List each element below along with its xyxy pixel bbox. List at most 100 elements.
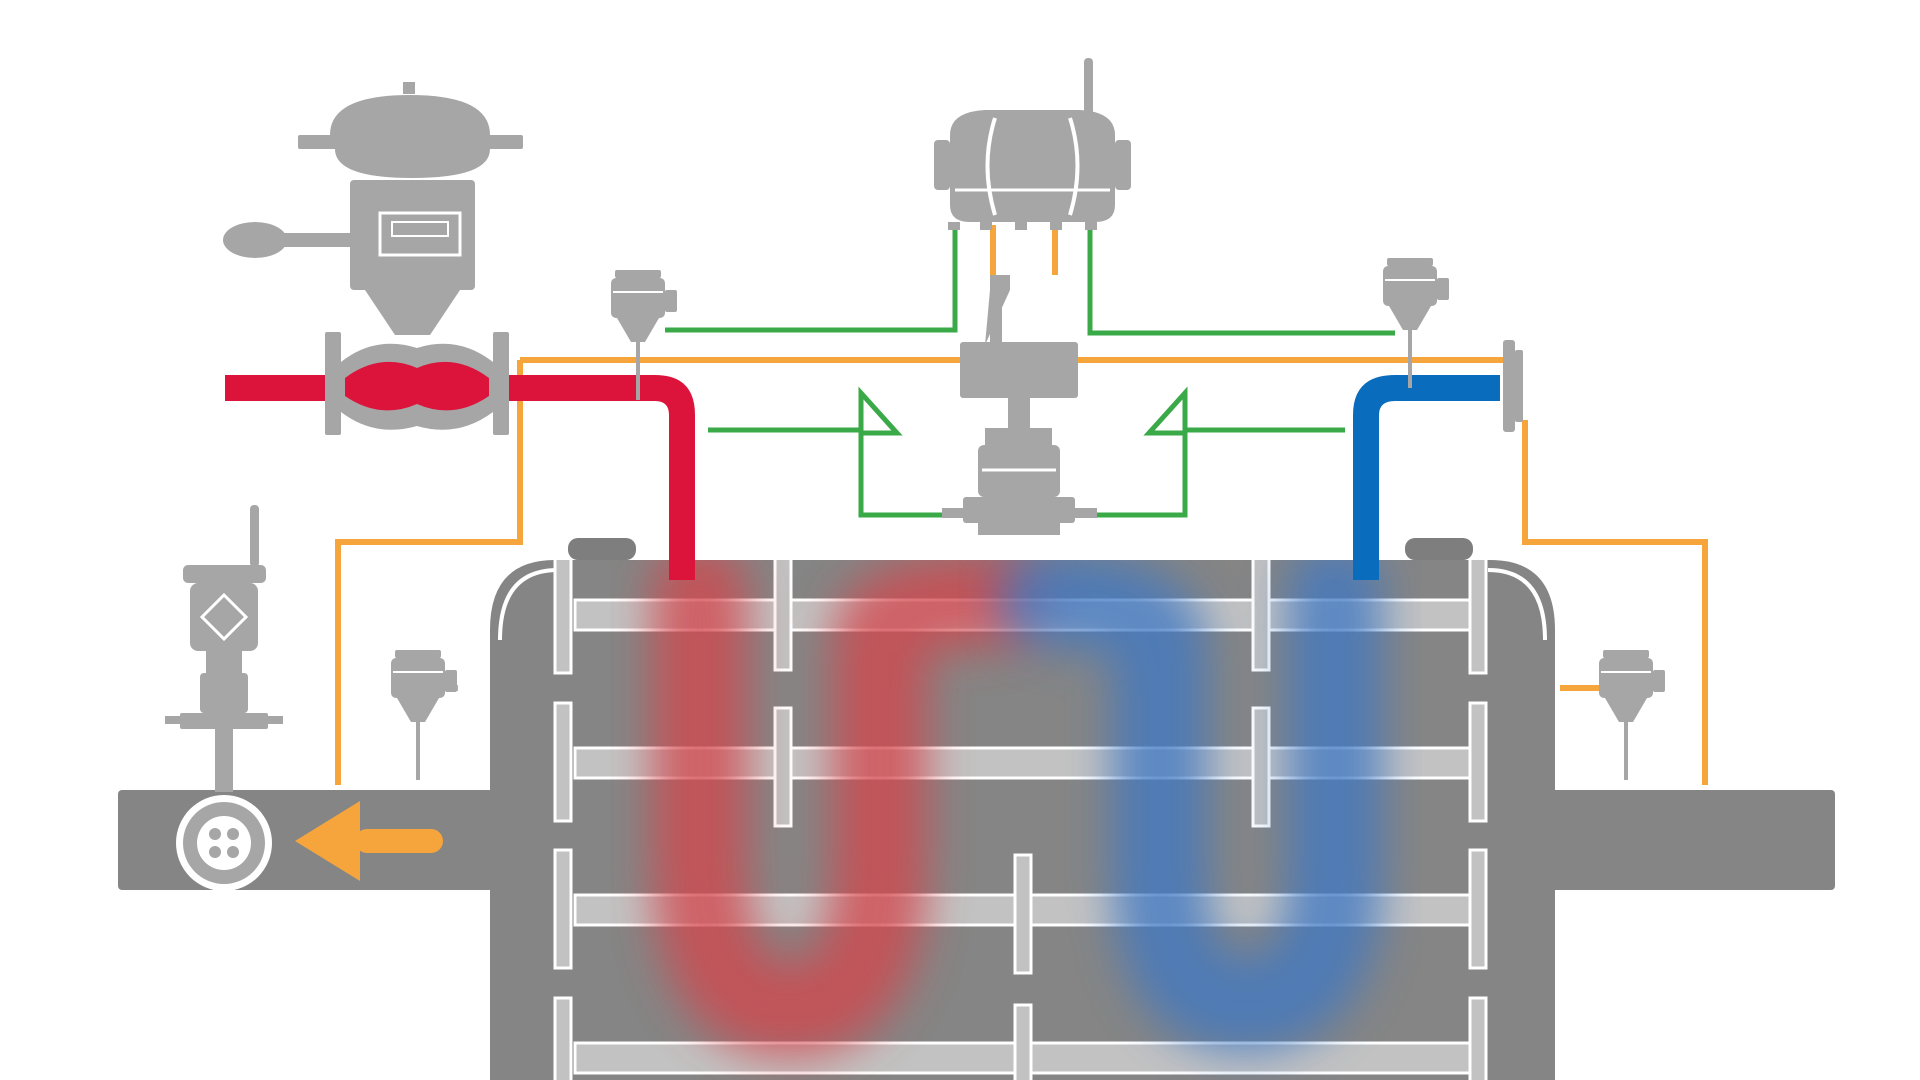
hot-fluid-haze bbox=[652, 560, 1048, 1058]
orange-signal-wiring bbox=[335, 225, 1708, 785]
valve-actuator-cap bbox=[403, 82, 415, 94]
valve-body-flange-left bbox=[325, 332, 341, 435]
exchanger-shell-highlight-right bbox=[1487, 568, 1547, 641]
tt-part bbox=[1603, 650, 1649, 658]
valve-actuator-plate bbox=[298, 135, 523, 149]
dp-stem bbox=[1008, 398, 1030, 428]
flow-flange bbox=[180, 713, 268, 729]
arrow-left-icon bbox=[295, 801, 443, 881]
exchanger-baffle bbox=[1468, 848, 1488, 970]
exchanger-baffle bbox=[773, 560, 793, 672]
cold-fluid-haze bbox=[997, 560, 1383, 1053]
exchanger-baffle bbox=[1013, 853, 1033, 975]
tt-part bbox=[1624, 722, 1628, 780]
flow-stem bbox=[215, 729, 233, 792]
dp-port-left bbox=[942, 508, 964, 518]
dp-transmitter-icon[interactable] bbox=[942, 398, 1097, 535]
flow-port-right bbox=[268, 716, 283, 724]
flange-cap bbox=[1515, 350, 1523, 422]
flow-housing bbox=[200, 673, 248, 713]
flow-port-left bbox=[165, 716, 180, 724]
arrow-left-shaft bbox=[355, 829, 443, 853]
tt-part bbox=[1387, 258, 1433, 266]
exchanger-baffle bbox=[1468, 560, 1488, 675]
tt-part bbox=[395, 650, 441, 658]
positioner-lug-left bbox=[934, 140, 950, 190]
exchanger-baffle bbox=[773, 706, 793, 828]
exchanger-baffle bbox=[553, 996, 573, 1080]
pneumatic-control-valve-icon[interactable] bbox=[223, 82, 523, 435]
flow-antenna bbox=[250, 505, 259, 567]
inlet-pipe-right bbox=[1550, 790, 1835, 890]
positioner-manifold bbox=[960, 342, 1078, 398]
dp-port-right bbox=[1075, 508, 1097, 518]
hot-pipe-inlet bbox=[225, 375, 335, 401]
temperature-transmitter-icon[interactable] bbox=[391, 650, 457, 780]
exchanger-nozzle-right bbox=[1405, 538, 1473, 560]
tt-part bbox=[1437, 278, 1449, 300]
temperature-transmitter-icon[interactable] bbox=[1383, 258, 1449, 388]
wire-valve-down bbox=[335, 360, 523, 785]
exchanger-baffle bbox=[1251, 706, 1271, 828]
tt-part bbox=[1653, 670, 1665, 692]
tt-part bbox=[615, 270, 661, 278]
vortex-flowmeter-transmitter-icon[interactable] bbox=[165, 505, 283, 891]
positioner-lug-right bbox=[1115, 140, 1131, 190]
tt-part bbox=[1383, 266, 1437, 306]
exchanger-baffles bbox=[553, 560, 1488, 1080]
temperature-transmitter-icon[interactable] bbox=[1599, 650, 1665, 780]
flow-sensor-face bbox=[197, 816, 251, 870]
cold-fluid-pipe bbox=[1353, 375, 1500, 580]
cold-pipe-flange bbox=[1503, 340, 1523, 432]
wireless-valve-positioner-icon[interactable] bbox=[934, 58, 1131, 398]
positioner-housing bbox=[950, 110, 1115, 222]
exchanger-baffle bbox=[553, 848, 573, 970]
wire-dp-right-down bbox=[1080, 398, 1188, 518]
exchanger-baffle bbox=[1468, 701, 1488, 823]
flow-head-diamond bbox=[199, 592, 249, 642]
green-signal-wiring bbox=[665, 228, 1395, 518]
cold-pipe-from-exchanger bbox=[1353, 375, 1500, 580]
triangle-right-marker bbox=[1143, 386, 1188, 436]
valve-actuator-dome bbox=[330, 95, 490, 135]
valve-body-flange-right bbox=[493, 332, 509, 435]
valve-body-flow bbox=[345, 361, 489, 411]
tt-part bbox=[445, 670, 457, 692]
valve-positioner-display bbox=[391, 221, 449, 237]
positioner-housing-rib-1 bbox=[985, 117, 997, 216]
valve-actuator-base bbox=[335, 149, 490, 178]
wire-flange-down bbox=[1522, 420, 1708, 785]
positioner-terminals bbox=[948, 222, 1097, 230]
tt-part bbox=[1599, 658, 1653, 698]
wire-tt-left-to-positioner bbox=[665, 228, 958, 333]
valve-neck bbox=[365, 290, 460, 335]
heat-exchanger bbox=[490, 538, 1555, 1080]
tt-part bbox=[665, 290, 677, 312]
dp-head bbox=[985, 428, 1052, 445]
flow-neck bbox=[206, 651, 242, 673]
tt-part bbox=[1408, 330, 1412, 388]
dp-base bbox=[978, 523, 1060, 535]
valve-handwheel bbox=[223, 222, 287, 258]
valve-positioner-window bbox=[378, 211, 462, 257]
exchanger-baffle bbox=[1251, 560, 1271, 672]
flow-head bbox=[190, 583, 258, 651]
tt-part bbox=[617, 318, 659, 342]
flow-sensor-holes bbox=[209, 828, 239, 858]
tt-part bbox=[636, 342, 640, 400]
exchanger-baffle bbox=[1013, 1003, 1033, 1080]
tt-part bbox=[611, 278, 665, 318]
tt-part bbox=[397, 698, 439, 722]
flow-head-top bbox=[183, 565, 266, 583]
triangle-left-marker bbox=[858, 386, 903, 436]
tt-part bbox=[1389, 306, 1431, 330]
exchanger-shell-highlight-left bbox=[498, 568, 559, 641]
exchanger-baffle bbox=[553, 701, 573, 823]
positioner-stem-rod bbox=[990, 275, 1002, 345]
flange-plate bbox=[1503, 340, 1515, 432]
positioner-housing-rib-2 bbox=[1068, 117, 1080, 216]
tt-part bbox=[391, 658, 445, 698]
temperature-transmitter-icon[interactable] bbox=[611, 270, 677, 400]
dp-flange bbox=[963, 497, 1075, 523]
